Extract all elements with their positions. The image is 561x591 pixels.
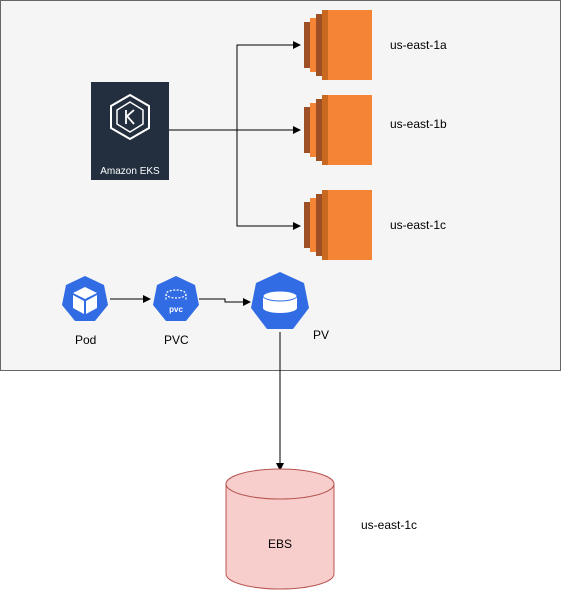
zone-label-1a: us-east-1a [390,38,447,52]
eks-logo-icon [110,93,150,141]
pv-label: PV [313,328,330,342]
pvc-icon: pvc [153,276,199,321]
ebs-label: EBS [268,537,293,551]
ebs-zone-label: us-east-1c [361,518,418,532]
ebs-volume [225,468,335,590]
ec2-instance-icon [304,95,372,165]
pv-icon [251,272,309,329]
connector-eks-to-1c [236,130,301,230]
amazon-eks-node: Amazon EKS [91,82,169,180]
zone-label-1c: us-east-1c [390,218,447,232]
zone-label-1b: us-east-1b [390,117,447,131]
eks-label: Amazon EKS [100,166,160,177]
pvc-icon-text: pvc [169,305,183,314]
ec2-instance-icon [304,10,372,80]
k8s-connectors [110,295,284,471]
connector-eks-to-1a [236,41,301,130]
pvc-label: PVC [164,333,189,347]
connector-pvc-to-pv [199,298,251,306]
eks-connectors [169,41,301,230]
pod-icon [62,276,108,321]
ec2-instance-icon [304,190,372,260]
pod-label: Pod [75,333,97,347]
